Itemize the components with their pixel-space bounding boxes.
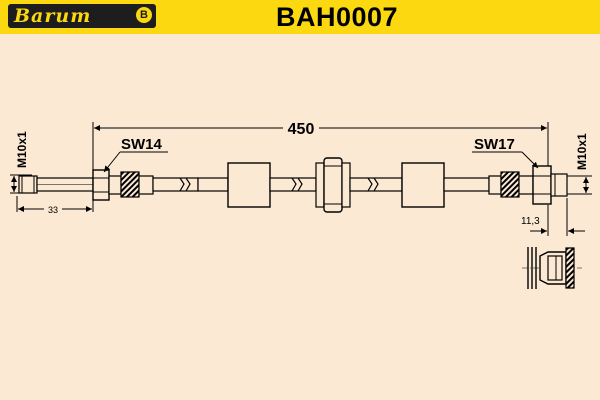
right-hex-body [532, 165, 552, 205]
right-thread-label: M10x1 [575, 133, 589, 170]
right-offset-label: 11,3 [521, 216, 540, 227]
right-crimp-knurl [500, 171, 520, 198]
protective-sleeve-right [401, 162, 445, 208]
left-thread-length-label: 33 [48, 205, 58, 215]
left-thread-dimension: M10x1 [10, 131, 32, 194]
right-thread-dimension: M10x1 [567, 133, 592, 195]
hose-body [152, 157, 490, 213]
protective-sleeve-left [227, 162, 271, 208]
right-offset-dimension: 11,3 [521, 198, 585, 236]
total-length-label: 450 [288, 121, 315, 138]
left-wrench-label: SW14 [121, 136, 163, 153]
brand-logo: Barum B [8, 4, 156, 28]
right-fitting: SW17 [472, 136, 568, 205]
total-length-dimension: 450 [92, 119, 549, 176]
left-fitting: SW14 [18, 136, 168, 201]
header-bar: Barum B BAH0007 [0, 0, 600, 34]
left-crimp-knurl [120, 171, 140, 198]
left-hex-nut [92, 169, 110, 201]
fitting-cross-section [522, 247, 582, 289]
part-number: BAH0007 [276, 2, 399, 32]
mounting-grommet [315, 157, 351, 213]
brand-name: Barum [14, 5, 92, 27]
left-thread-length-dimension: 33 [16, 196, 94, 215]
brand-mark: B [136, 7, 152, 23]
right-wrench-label: SW17 [474, 136, 515, 153]
left-thread-label: M10x1 [15, 131, 29, 168]
